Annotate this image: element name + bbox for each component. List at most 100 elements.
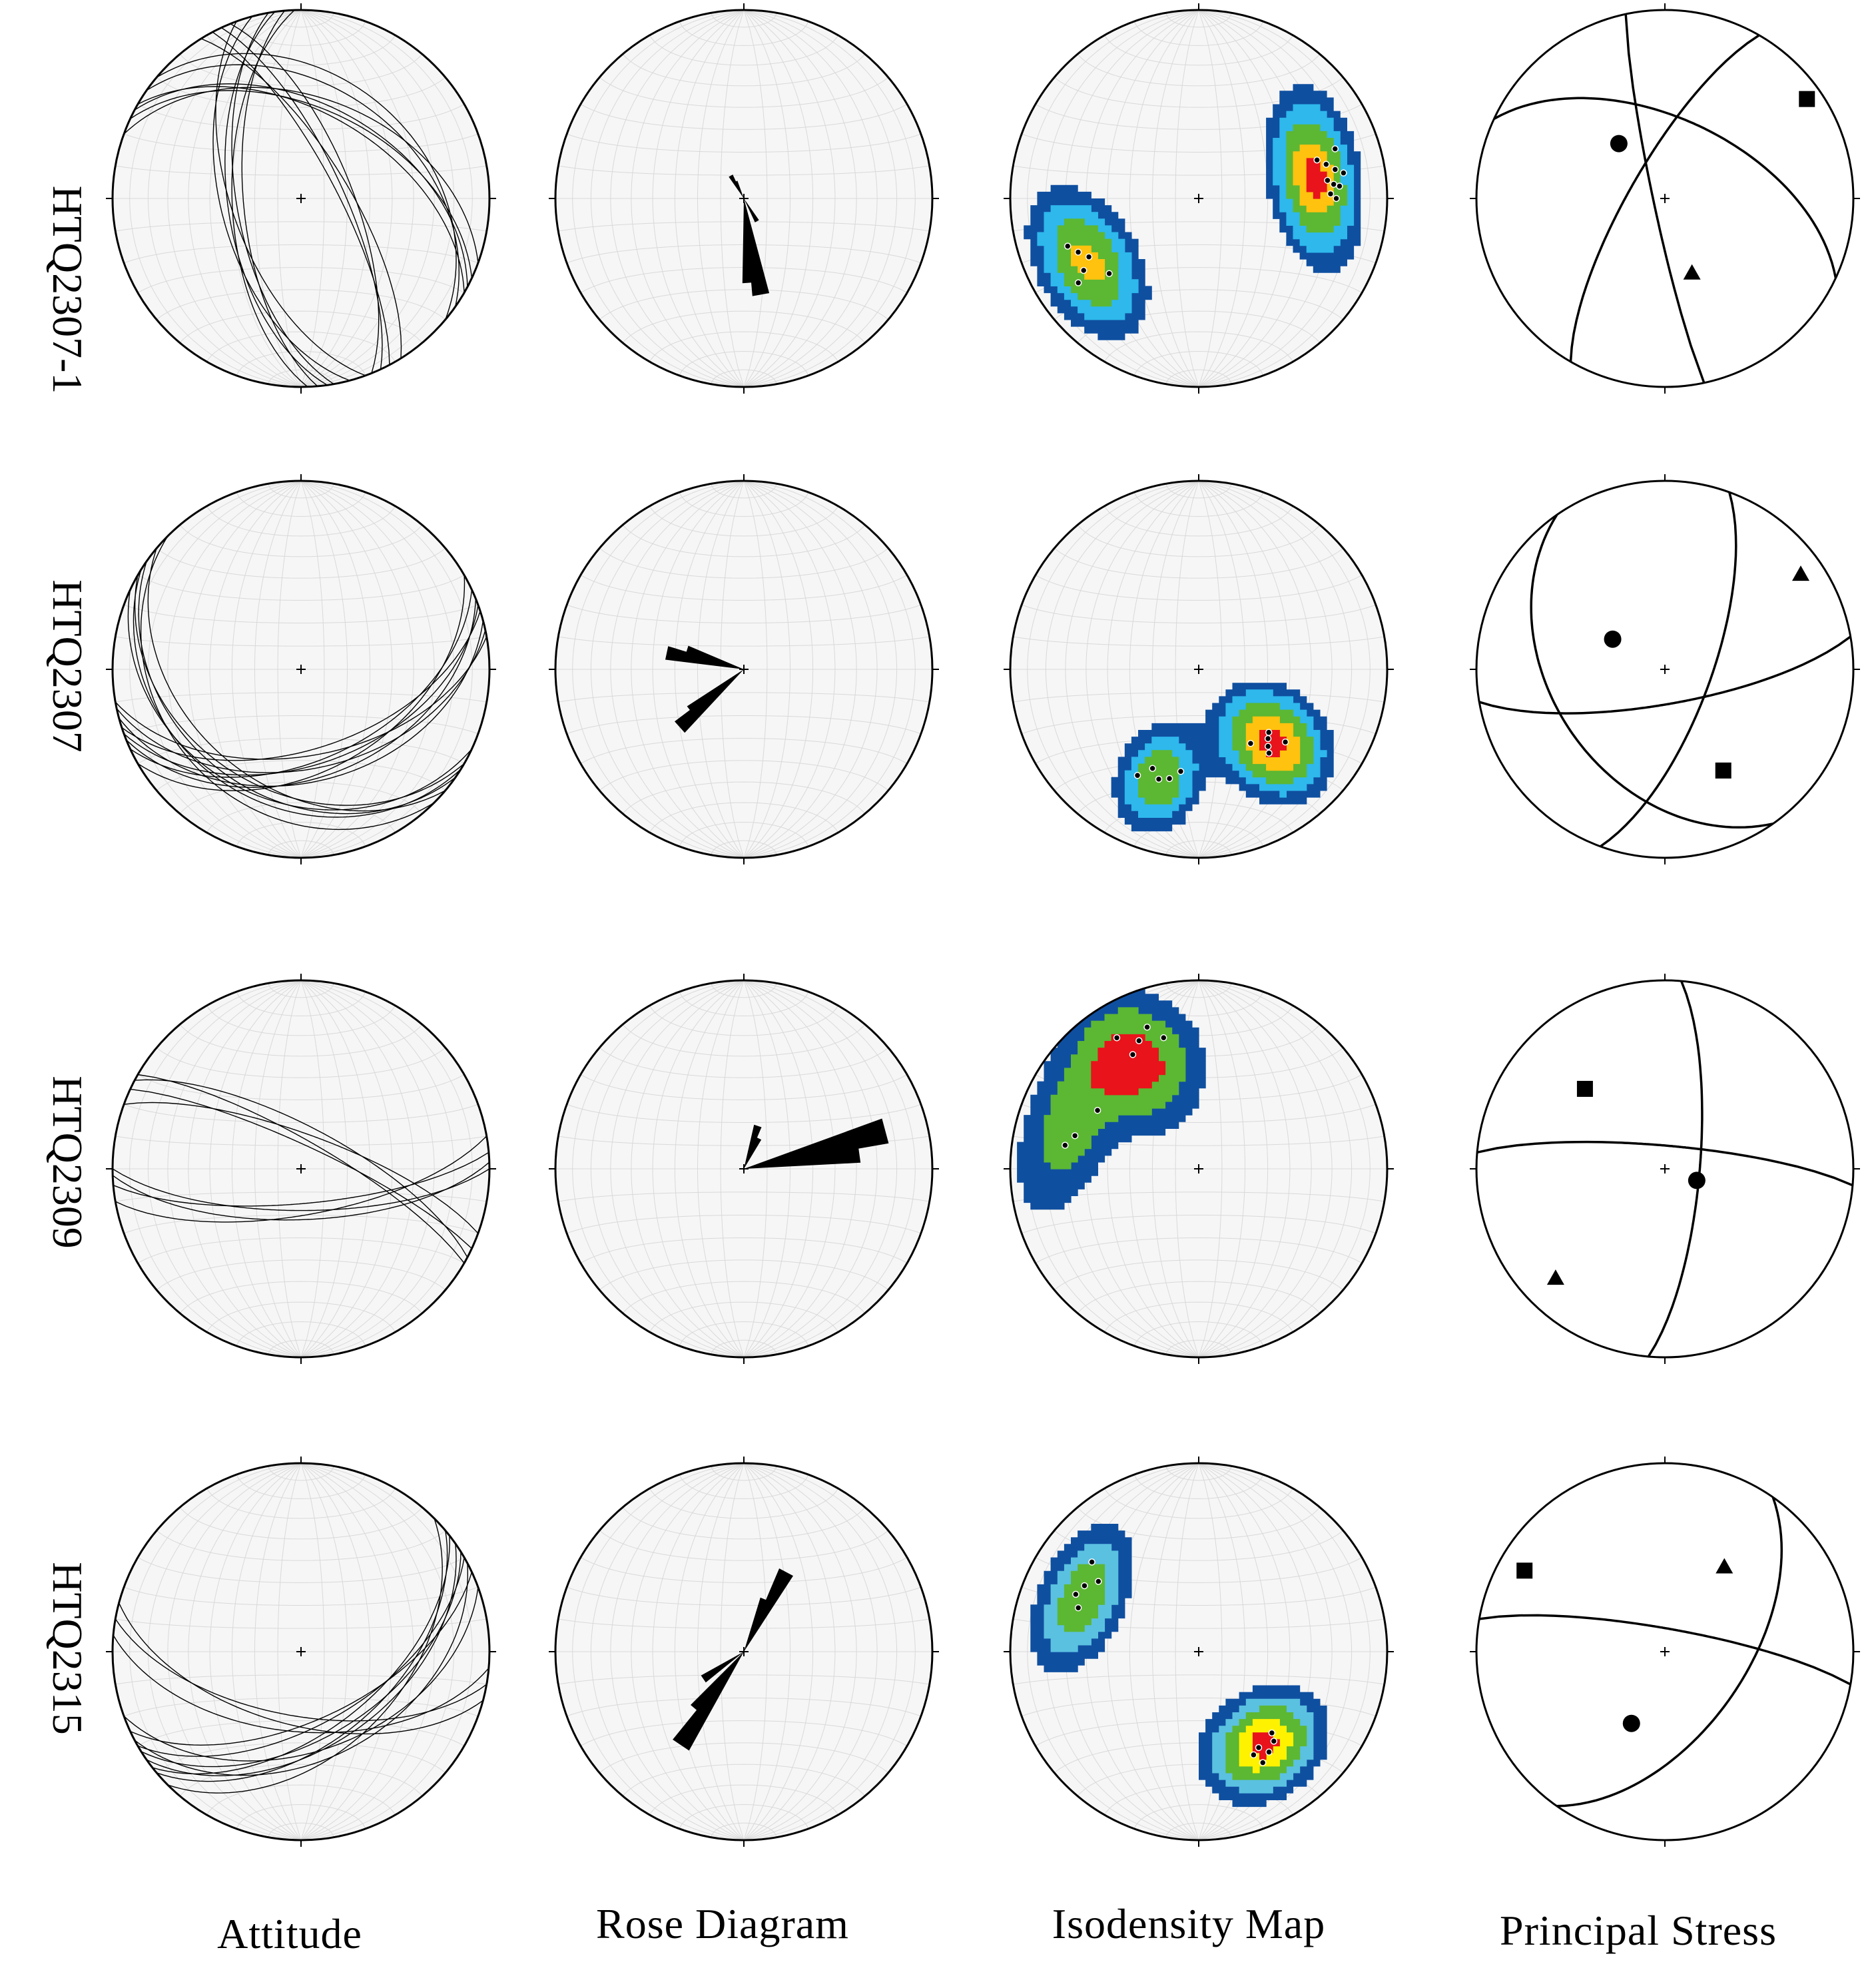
- pole-point: [1085, 253, 1093, 260]
- pole-point: [1177, 768, 1185, 775]
- center-cross: [1194, 665, 1203, 674]
- fault-plane-great-circle: [134, 575, 465, 806]
- density-level-3: [1091, 1034, 1166, 1096]
- rose-petal: [734, 180, 744, 198]
- pole-point: [1135, 1037, 1143, 1044]
- pole-point: [1336, 182, 1343, 190]
- pole-point: [1105, 270, 1113, 278]
- pole-point: [1165, 775, 1173, 783]
- pole-point: [1133, 772, 1141, 779]
- fault-plane-great-circle: [230, 23, 380, 374]
- row-label-4: HTQ2315: [44, 1562, 91, 1735]
- attitude-net-HTQ2309: [106, 974, 496, 1364]
- net-graticule: [555, 481, 932, 858]
- pole-point: [1074, 279, 1082, 286]
- stress-net-HTQ2309: [1470, 974, 1860, 1364]
- pole-point: [1095, 1578, 1102, 1585]
- fault-plane-great-circle: [140, 535, 435, 830]
- stress-net-HTQ2307-1: [1470, 3, 1860, 394]
- stress-net-HTQ2315: [1470, 1457, 1860, 1847]
- rose-net-HTQ2309: [549, 974, 939, 1364]
- net-graticule: [555, 980, 932, 1357]
- center-cross: [296, 665, 306, 674]
- center-cross: [1194, 1647, 1203, 1656]
- attitude-planes: [115, 535, 487, 830]
- pole-point: [1330, 180, 1337, 188]
- column-labels: Attitude Rose Diagram Isodensity Map Pri…: [217, 1900, 1776, 1957]
- nodal-plane: [1479, 1614, 1851, 1686]
- fault-plane-great-circle: [113, 1168, 489, 1211]
- attitude-planes: [113, 1074, 489, 1263]
- nodal-plane: [1647, 980, 1704, 1357]
- pole-point: [1265, 1748, 1273, 1756]
- density-contours: [1017, 987, 1206, 1210]
- nodal-plane: [1624, 14, 1706, 384]
- pole-point: [1080, 266, 1088, 274]
- fault-plane-great-circle: [221, 27, 383, 370]
- pole-point: [1062, 1142, 1069, 1149]
- rose-petal: [742, 198, 757, 284]
- density-level-4: [1071, 145, 1334, 280]
- pole-point: [1313, 157, 1321, 164]
- row-labels: HTQ2307-1 HTQ2307 HTQ2309 HTQ2315: [44, 186, 91, 1735]
- fault-plane-great-circle: [113, 1152, 489, 1207]
- pole-point: [1255, 1744, 1263, 1752]
- nodal-plane: [1530, 514, 1773, 829]
- fault-plane-great-circle: [141, 1551, 462, 1768]
- rose-net-HTQ2307-1: [549, 3, 939, 394]
- center-cross: [296, 194, 306, 203]
- sigma1-circle-icon: [1604, 630, 1622, 648]
- fault-plane-great-circle: [119, 620, 484, 787]
- pole-point: [1093, 1107, 1101, 1114]
- pole-point: [1268, 1729, 1276, 1737]
- pole-point: [1129, 1051, 1137, 1058]
- sigma2-triangle-icon: [1792, 565, 1810, 581]
- rose-petal: [685, 645, 744, 669]
- fault-plane-great-circle: [241, 10, 318, 387]
- net-graticule: [113, 1463, 489, 1840]
- net-graticule: [555, 1463, 932, 1840]
- fault-plane-great-circle: [137, 86, 465, 293]
- sigma1-circle-icon: [1622, 1714, 1640, 1732]
- pole-point: [1088, 1558, 1095, 1566]
- fault-plane-great-circle: [133, 569, 462, 818]
- sigma3-square-icon: [1715, 762, 1731, 779]
- center-cross: [739, 1164, 749, 1173]
- rose-petal: [744, 1568, 793, 1652]
- fault-plane-great-circle: [130, 1572, 473, 1746]
- fault-plane-great-circle: [123, 1587, 479, 1762]
- fault-plane-great-circle: [126, 598, 477, 789]
- sigma2-triangle-icon: [1716, 1558, 1733, 1574]
- fault-plane-great-circle: [146, 64, 460, 307]
- pole-point: [1331, 145, 1339, 153]
- row-label-1: HTQ2307-1: [44, 186, 91, 394]
- fault-plane-great-circle: [130, 1088, 472, 1249]
- net-graticule: [113, 10, 489, 387]
- attitude-net-HTQ2307-1: [106, 3, 496, 394]
- center-cross: [739, 1647, 749, 1656]
- fault-plane-great-circle: [115, 1618, 487, 1722]
- rose-petal: [744, 1118, 889, 1169]
- attitude-net-HTQ2307: [106, 474, 496, 864]
- stress-planes: [1476, 980, 1853, 1357]
- fault-plane-great-circle: [212, 31, 390, 365]
- center-cross: [1194, 194, 1203, 203]
- density-contours: [1111, 683, 1334, 832]
- density-level-3: [1057, 1564, 1307, 1780]
- pole-point: [1264, 743, 1272, 750]
- fault-plane-great-circle: [231, 10, 308, 387]
- stereonet-grid: [106, 3, 1860, 1847]
- fault-plane-great-circle: [130, 90, 473, 278]
- pole-point: [1259, 1759, 1267, 1766]
- density-level-3: [1057, 124, 1347, 307]
- rose-petal: [744, 198, 759, 222]
- pole-point: [1265, 749, 1273, 757]
- pole-point: [1064, 242, 1072, 250]
- fault-plane-great-circle: [200, 38, 402, 359]
- pole-point: [1155, 775, 1163, 783]
- pole-point: [1250, 1751, 1257, 1759]
- fault-plane-great-circle: [118, 1602, 483, 1735]
- pole-point: [1074, 248, 1082, 256]
- row-label-3: HTQ2309: [44, 1076, 91, 1249]
